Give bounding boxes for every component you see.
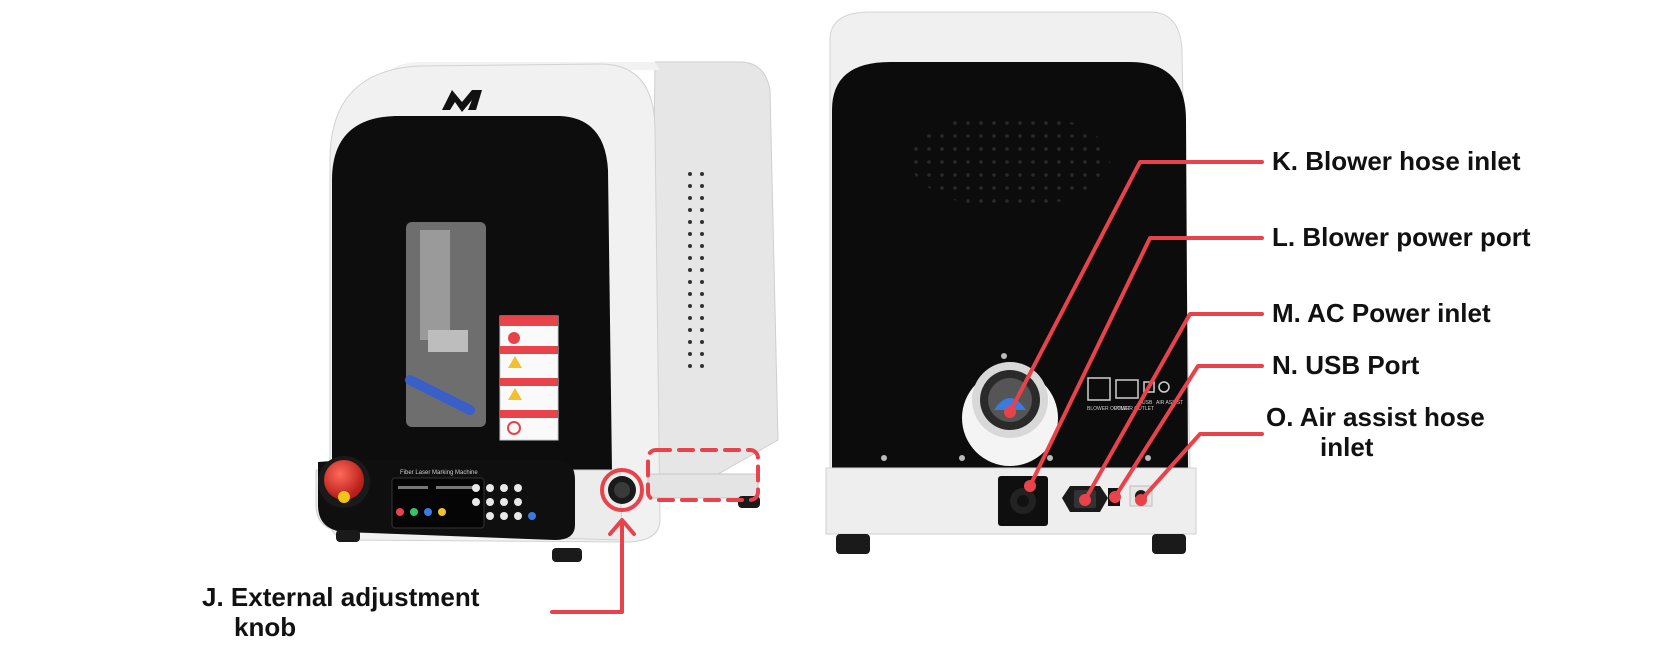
side-vent: [683, 170, 707, 370]
panel-buttons: [472, 484, 536, 520]
callout-j-label: J. External adjustment knob: [202, 582, 479, 642]
callout-j-text: J. External adjustment: [202, 582, 480, 612]
port-labels: BLOWER OUTLET POWER OUTLET USB AIR ASSIS…: [1084, 377, 1183, 418]
port-caption-blower: BLOWER OUTLET: [1087, 406, 1130, 412]
callout-layer: [550, 160, 1264, 614]
callout-k-line: [1008, 160, 1264, 414]
m-logo-icon: [442, 90, 482, 112]
callout-j-line: [550, 520, 624, 614]
ac-power-inlet: [998, 476, 1048, 526]
callout-m-label: M. AC Power inlet: [1272, 298, 1491, 328]
control-panel-caption: Fiber Laser Marking Machine: [400, 470, 478, 476]
callout-m-dot: [1079, 494, 1091, 506]
callout-l-label: L. Blower power port: [1272, 222, 1531, 252]
callout-n-text: N. USB Port: [1272, 350, 1420, 380]
port-caption-usb: USB: [1142, 400, 1153, 406]
front-machine: Fiber Laser Marking Machine: [315, 61, 779, 562]
rear-vent: [910, 112, 1110, 208]
callout-n-line: [1113, 364, 1264, 499]
external-adjustment-knob: [608, 476, 636, 504]
callout-l-dot: [1024, 480, 1036, 492]
callout-j-dashed-box: [646, 448, 760, 502]
callout-j-text-line2: knob: [234, 612, 297, 642]
rear-machine: BLOWER OUTLET POWER OUTLET USB AIR ASSIS…: [825, 11, 1197, 554]
emergency-stop-button: [318, 456, 370, 508]
callout-j-arrowhead: [608, 518, 636, 536]
callout-n-dot: [1109, 491, 1121, 503]
callout-k-label: K. Blower hose inlet: [1272, 146, 1521, 176]
callout-m-line: [1083, 312, 1264, 502]
callout-o-line: [1139, 432, 1264, 502]
callout-k-text: K. Blower hose inlet: [1272, 146, 1521, 176]
port-caption-power: POWER OUTLET: [1114, 406, 1154, 412]
port-caption-air: AIR ASSIST: [1156, 400, 1183, 406]
callout-o-dot: [1135, 494, 1147, 506]
callout-j-circle: [600, 468, 644, 512]
callout-o-text-line2: inlet: [1320, 432, 1374, 462]
callout-o-text: O. Air assist hose: [1266, 402, 1485, 432]
callout-l-text: L. Blower power port: [1272, 222, 1531, 252]
warning-labels: [499, 315, 559, 441]
callout-l-line: [1028, 236, 1264, 488]
callout-o-label: O. Air assist hose inlet: [1266, 402, 1485, 462]
callout-k-dot: [1004, 406, 1016, 418]
callout-m-text: M. AC Power inlet: [1272, 298, 1491, 328]
callout-n-label: N. USB Port: [1272, 350, 1419, 380]
